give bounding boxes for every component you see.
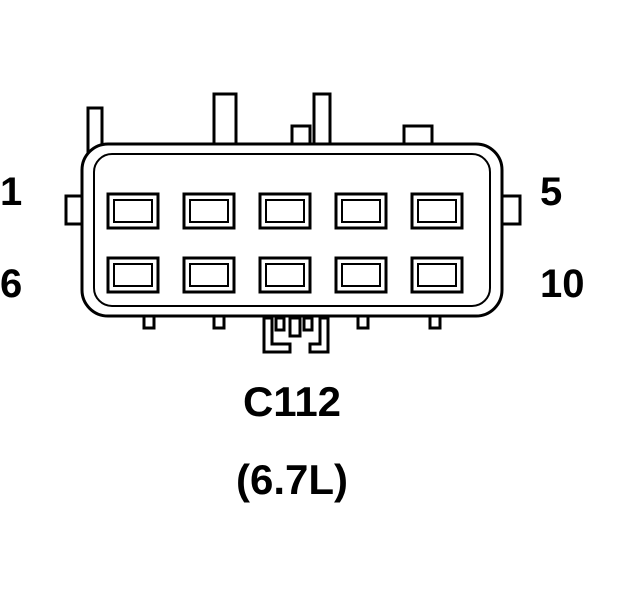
center-lock-right (308, 316, 330, 354)
center-lock-nub-1 (274, 316, 286, 332)
ear-right (500, 194, 522, 226)
pin-cavity-inner-3 (265, 199, 305, 223)
pin-cavity-inner-6 (113, 263, 153, 287)
bottom-tab-1 (142, 314, 156, 330)
pin-cavity-inner-10 (417, 263, 457, 287)
pin-cavity-inner-8 (265, 263, 305, 287)
pin-cavity-inner-1 (113, 199, 153, 223)
bottom-tab-2 (212, 314, 226, 330)
pin-cavity-inner-5 (417, 199, 457, 223)
center-lock-nub-2 (288, 316, 302, 338)
center-lock-left (262, 316, 292, 354)
pin-label-6: 6 (0, 262, 23, 306)
pin-cavity-inner-9 (341, 263, 381, 287)
pin-label-5: 5 (540, 170, 563, 214)
center-lock-nub-3 (302, 316, 314, 332)
bottom-tab-3 (356, 314, 370, 330)
post-2 (312, 92, 332, 148)
pin-cavity-inner-7 (189, 263, 229, 287)
post-1 (212, 92, 238, 148)
pin-label-1: 1 (0, 170, 23, 214)
pin-label-10: 10 (540, 262, 585, 306)
pin-cavities (106, 192, 464, 294)
bottom-tab-4 (428, 314, 442, 330)
connector-name: C112 (242, 378, 342, 425)
connector-engine: (6.7L) (235, 456, 348, 503)
pin-cavity-inner-2 (189, 199, 229, 223)
pin-cavity-inner-4 (341, 199, 381, 223)
